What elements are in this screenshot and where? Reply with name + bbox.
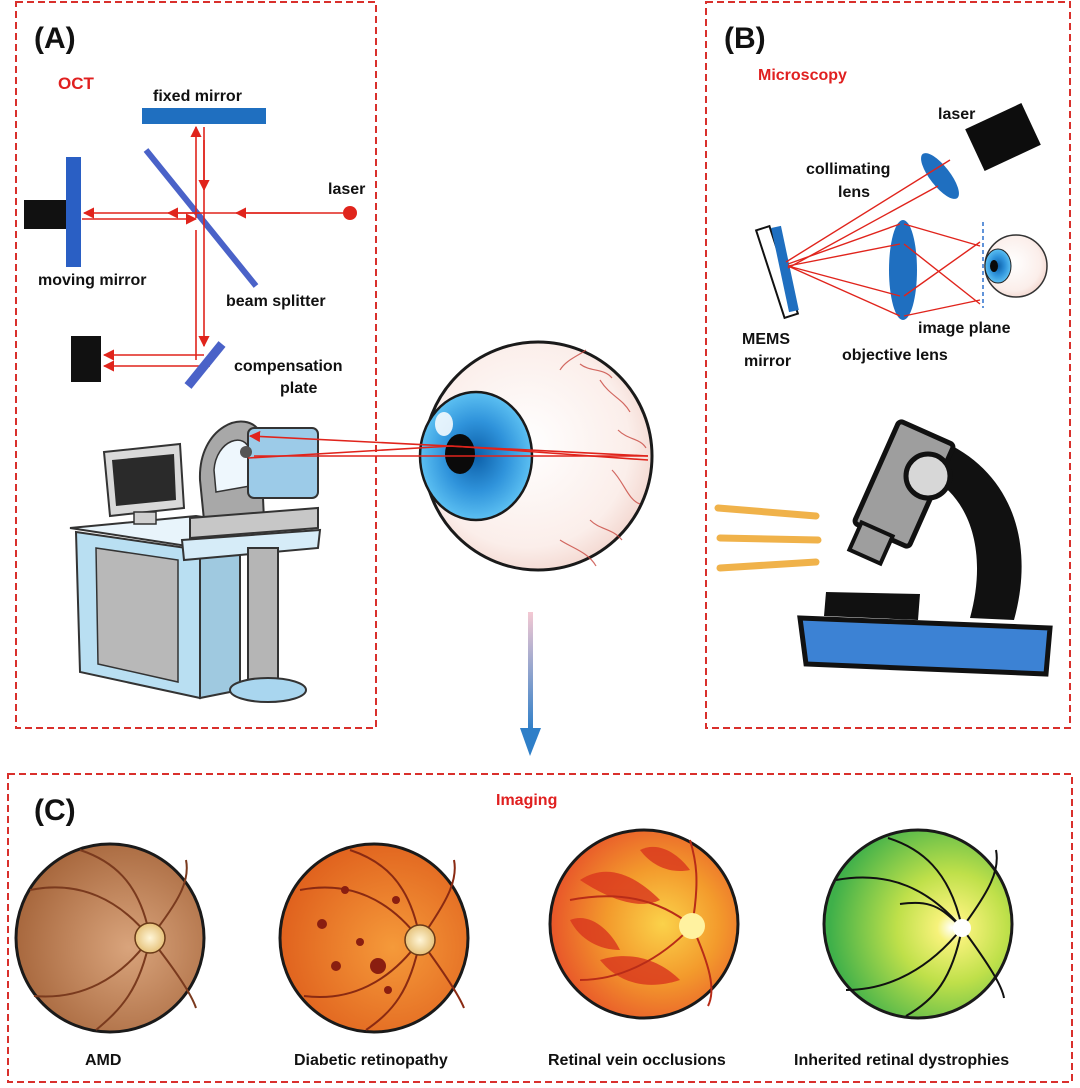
fundus-amd xyxy=(14,842,206,1034)
image-plane-label: image plane xyxy=(918,320,1011,337)
condition-label-diabetic-retinopathy: Diabetic retinopathy xyxy=(294,1052,448,1069)
moving-mirror xyxy=(66,157,81,267)
collimating-label-2: lens xyxy=(838,184,870,201)
panel-c-frame xyxy=(7,773,1073,1083)
panel-c-tag: (C) xyxy=(34,794,76,827)
condition-label-amd: AMD xyxy=(85,1052,121,1069)
microscope-illustration xyxy=(714,419,1053,677)
panel-b-eye xyxy=(984,234,1048,298)
fixed-mirror xyxy=(142,108,266,124)
objective-lens-label: objective lens xyxy=(842,347,948,364)
beam-splitter-label: beam splitter xyxy=(226,293,326,310)
oct-eye-beams xyxy=(247,430,649,461)
condition-label-inherited-retinal-dystrophies: Inherited retinal dystrophies xyxy=(794,1052,1009,1069)
compensation-label-2: plate xyxy=(280,380,317,397)
mems-mirror xyxy=(771,225,799,313)
compensation-plate xyxy=(184,341,226,389)
oct-detector xyxy=(71,336,101,382)
mems-label-2: mirror xyxy=(744,353,791,370)
fundus-inherited-retinal-dystrophies xyxy=(822,828,1014,1020)
panel-a-tag: (A) xyxy=(34,22,76,55)
panel-a-title: OCT xyxy=(58,74,95,93)
laser-source xyxy=(343,206,357,220)
fundus-diabetic-retinopathy xyxy=(278,842,470,1034)
flow-arrow-shaft xyxy=(528,612,533,730)
collimating-lens xyxy=(921,153,959,199)
oct-machine-illustration xyxy=(69,420,322,703)
moving-mirror-label: moving mirror xyxy=(38,272,146,289)
panel-b-tag: (B) xyxy=(724,22,766,55)
moving-mirror-actuator xyxy=(24,200,66,229)
micro-laser-source xyxy=(965,103,1041,171)
collimating-label-1: collimating xyxy=(806,161,890,178)
microscopy-beams xyxy=(785,159,981,317)
compensation-label-1: compensation xyxy=(234,358,342,375)
micro-laser-label: laser xyxy=(938,106,975,123)
oct-beams xyxy=(82,125,343,372)
objective-lens xyxy=(889,220,917,320)
panel-b-frame xyxy=(705,1,1071,729)
flow-arrow-head xyxy=(520,728,541,756)
mems-label-1: MEMS xyxy=(742,331,790,348)
panel-b-title: Microscopy xyxy=(758,67,847,84)
panel-a-frame xyxy=(15,1,377,729)
laser-label: laser xyxy=(328,181,365,198)
fundus-retinal-vein-occlusion xyxy=(548,828,740,1020)
beam-splitter xyxy=(143,148,259,288)
panel-c-title: Imaging xyxy=(496,792,557,809)
fixed-mirror-label: fixed mirror xyxy=(153,88,242,105)
condition-label-retinal-vein-occlusions: Retinal vein occlusions xyxy=(548,1052,726,1069)
